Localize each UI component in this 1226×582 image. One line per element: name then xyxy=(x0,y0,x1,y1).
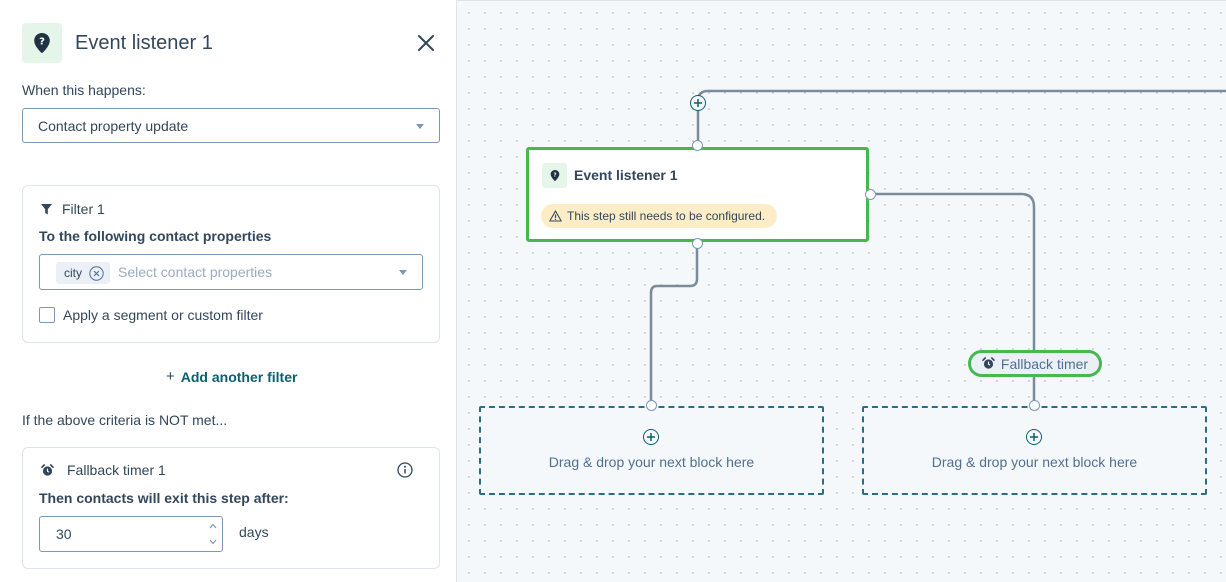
duration-stepper[interactable] xyxy=(205,518,221,550)
alarm-clock-icon xyxy=(982,357,995,369)
fallback-timer-pill[interactable]: Fallback timer xyxy=(968,350,1102,377)
side-panel: ? Event listener 1 When this happens: Co… xyxy=(0,0,457,582)
drop-zone-text: Drag & drop your next block here xyxy=(931,454,1138,470)
stepper-down-icon[interactable] xyxy=(205,534,221,550)
node-output-port[interactable] xyxy=(692,238,703,249)
contact-properties-select[interactable]: city Select contact properties xyxy=(39,254,423,290)
svg-text:?: ? xyxy=(39,37,45,48)
panel-title: Event listener 1 xyxy=(75,32,213,54)
configuration-warning-badge: This step still needs to be configured. xyxy=(541,204,778,228)
funnel-icon xyxy=(41,203,52,214)
drop-zone-port[interactable] xyxy=(646,400,657,411)
chevron-down-icon xyxy=(399,270,407,275)
drop-zone-left[interactable]: Drag & drop your next block here xyxy=(479,406,824,495)
map-pin-question-icon: ? xyxy=(542,163,567,188)
event-listener-node[interactable]: ? Event listener 1 This step still needs… xyxy=(526,147,869,242)
chevron-down-icon xyxy=(416,124,424,129)
timer-duration-value: 30 xyxy=(56,526,72,542)
add-filter-label: Add another filter xyxy=(180,368,298,385)
alarm-clock-icon xyxy=(41,463,54,476)
timer-header: Fallback timer 1 xyxy=(41,462,166,478)
plus-icon: + xyxy=(166,368,175,385)
timer-title: Fallback timer 1 xyxy=(67,462,166,478)
svg-text:?: ? xyxy=(553,172,556,178)
plus-circle-icon[interactable] xyxy=(690,95,706,111)
info-icon[interactable] xyxy=(397,462,413,478)
timer-subtitle: Then contacts will exit this step after: xyxy=(39,490,289,506)
filter-subtitle: To the following contact properties xyxy=(39,228,272,244)
properties-placeholder: Select contact properties xyxy=(118,264,273,280)
node-fallback-port[interactable] xyxy=(865,189,876,200)
segment-filter-checkbox-row[interactable]: Apply a segment or custom filter xyxy=(39,307,263,323)
trigger-label: When this happens: xyxy=(22,82,146,98)
trigger-select[interactable]: Contact property update xyxy=(22,108,440,143)
add-filter-button[interactable]: + Add another filter xyxy=(166,368,297,385)
filter-title: Filter 1 xyxy=(62,201,105,217)
drop-zone-text: Drag & drop your next block here xyxy=(548,454,755,470)
timer-duration-input[interactable]: 30 xyxy=(39,516,223,552)
node-title: Event listener 1 xyxy=(574,167,678,183)
segment-filter-label: Apply a segment or custom filter xyxy=(63,307,263,323)
fallback-pill-label: Fallback timer xyxy=(1000,355,1089,372)
filter-header: Filter 1 xyxy=(41,201,105,217)
plus-circle-icon[interactable] xyxy=(643,429,659,445)
stepper-up-icon[interactable] xyxy=(205,518,221,534)
property-chip: city xyxy=(56,262,110,284)
map-pin-question-icon: ? xyxy=(22,23,62,63)
timer-unit-label: days xyxy=(239,524,269,540)
panel-header: ? Event listener 1 xyxy=(22,23,440,63)
segment-filter-checkbox[interactable] xyxy=(39,307,55,323)
node-input-port[interactable] xyxy=(692,140,703,151)
remove-chip-icon[interactable] xyxy=(89,265,104,281)
trigger-select-value: Contact property update xyxy=(38,118,189,134)
drop-zone-right[interactable]: Drag & drop your next block here xyxy=(862,406,1207,495)
plus-circle-icon[interactable] xyxy=(1026,429,1042,445)
chip-label: city xyxy=(64,266,82,280)
close-icon[interactable] xyxy=(412,29,440,57)
fallback-timer-card: Fallback timer 1 Then contacts will exit… xyxy=(22,447,440,569)
drop-zone-port[interactable] xyxy=(1029,400,1040,411)
warning-text: This step still needs to be configured. xyxy=(567,209,766,223)
filter-card: Filter 1 To the following contact proper… xyxy=(22,185,440,343)
warning-triangle-icon xyxy=(549,210,562,222)
criteria-not-met-label: If the above criteria is NOT met... xyxy=(22,412,228,428)
workflow-canvas[interactable]: ? Event listener 1 This step still needs… xyxy=(457,0,1226,582)
